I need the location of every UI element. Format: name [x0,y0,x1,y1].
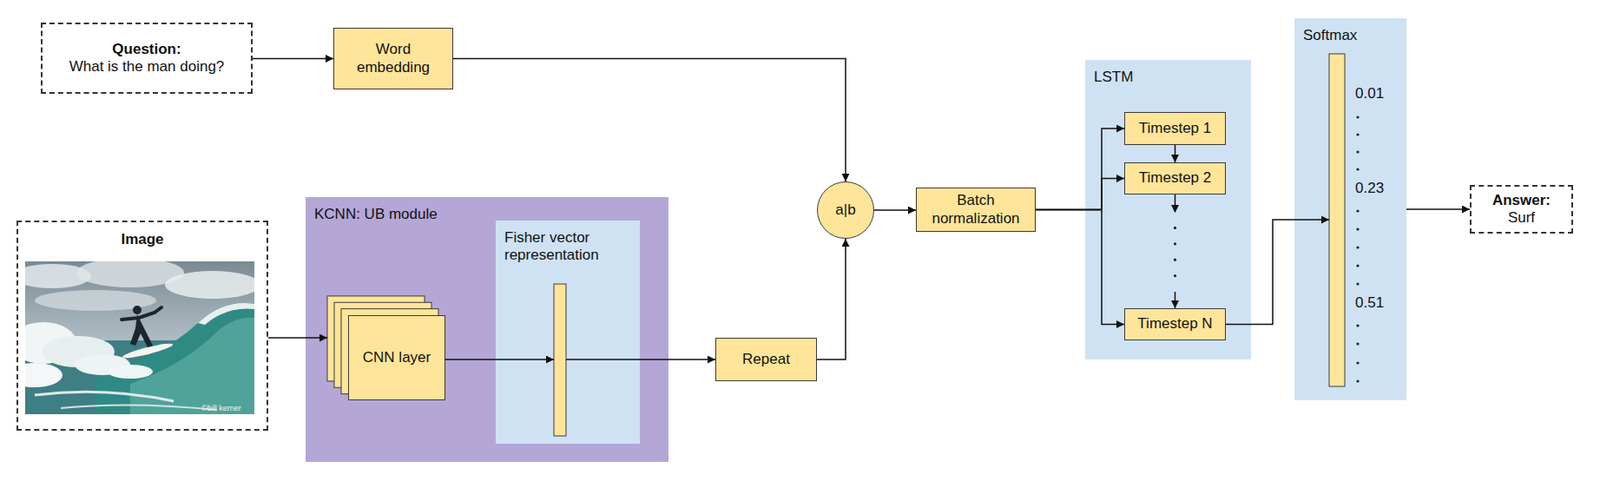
node-text: a|b [835,201,856,219]
probability-value: 0.01 [1355,85,1384,103]
node-text: Surf [1507,209,1535,227]
flow-arrow [1174,144,1177,163]
ellipsis-dot [1173,258,1177,262]
process-box: Batch normalization [915,187,1036,232]
photo-foam-streak [34,391,174,402]
concat-circle: a|b [816,181,875,239]
flow-arrow [268,336,328,339]
probability-value: 0.23 [1355,179,1384,198]
node-text: CNN layer [362,348,431,367]
ellipsis-dot [1173,226,1177,230]
node-text: Softmax [1303,26,1398,45]
ellipsis-dot [1356,227,1359,231]
flow-arrow [453,59,846,183]
panel-fill [305,197,669,462]
photo-foam-streak [60,404,218,410]
panel-fills [305,18,1407,462]
ellipsis-dot [1173,274,1177,277]
node-text: Timestep 2 [1139,169,1212,187]
panel-fill [1294,18,1407,401]
timestep-box: Timestep N [1124,308,1226,341]
heading-text: Question: [111,40,181,59]
flow-arrow [816,238,846,360]
ellipsis-dot [1356,115,1359,119]
photo-surfer-head [132,305,142,315]
photo-wave-face [130,317,255,415]
node-text: Repeat [742,350,791,369]
ellipsis-dot [1356,379,1359,382]
node-text: Word embedding [339,40,448,77]
photo-cloud [164,270,255,299]
flow-arrow [1035,210,1125,325]
ellipsis-dot [1356,209,1359,212]
lstm-panel: LSTM Timestep 1 Timestep 2 Timestep N [1085,59,1252,360]
probability-value: 0.51 [1355,294,1384,312]
node-text: Timestep N [1137,315,1212,333]
ellipsis-dot [1356,361,1359,364]
node-text: What is the man doing? [69,58,225,76]
flow-arrow [445,358,554,361]
photo-watermark: ©bill kerner [201,403,242,414]
layer-box: CNN layer [348,315,446,401]
process-box: Repeat [715,337,817,382]
ellipsis-dot [1356,150,1359,153]
flow-arrow [1406,208,1470,211]
representation-panel: Fisher vector representation [495,220,640,444]
output-box: Answer:Surf [1469,184,1574,234]
timestep-box: Timestep 2 [1124,162,1226,195]
panel-fill [495,220,640,444]
input-box: Question:What is the man doing? [40,22,253,94]
panel-fill [1085,59,1252,360]
surf-photo [25,261,255,415]
photo-foam [107,364,153,379]
flow-arrow [874,209,916,211]
decorations [327,53,1360,436]
flow-arrow [1035,178,1125,211]
photo-foam [25,362,63,388]
process-box: Word embedding [333,27,454,90]
node-text: KCNN: UB module [314,205,660,224]
ellipsis-dot [1356,282,1359,285]
ellipsis-dot [1356,342,1359,345]
heading-text: Answer: [1492,191,1551,210]
ellipsis-dot [1356,323,1359,327]
node-text: Fisher vector representation [504,229,632,265]
node-text: Batch normalization [921,191,1030,228]
flow-arrow [566,358,716,361]
softmax-panel: Softmax [1294,18,1407,401]
flow-arrow [1225,219,1330,325]
ellipsis-dot [1173,242,1177,245]
photo-surfer-arms [121,307,162,320]
photo-wave-lip [197,302,255,325]
heading-text: Image [120,230,164,249]
node-text: Timestep 1 [1139,119,1212,138]
node-text: LSTM [1093,68,1243,86]
ellipsis-dot [1356,167,1359,171]
input-box: Image [16,220,269,431]
flow-arrow [252,58,334,60]
vector-bar [553,283,567,436]
flow-arrow [1174,194,1177,309]
flow-arrow [1035,128,1125,211]
module-panel: KCNN: UB moduleCNN layer Fisher vector re… [305,197,669,462]
timestep-box: Timestep 1 [1124,111,1226,145]
ellipsis-dot [1356,263,1359,267]
ellipsis-dot [1356,132,1359,136]
vector-bar [1329,53,1345,387]
ellipsis-dot [1356,245,1359,249]
